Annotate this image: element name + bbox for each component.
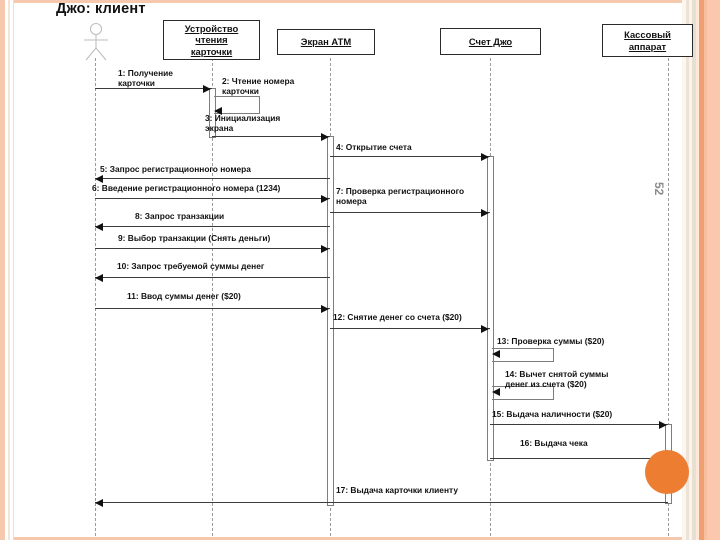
self-message-loop-cardreader <box>214 96 260 114</box>
right-border-stripe-5 <box>696 0 699 540</box>
message-label-7: 7: Проверка регистрационного номера <box>336 186 465 206</box>
message-arrowhead-6 <box>321 194 329 203</box>
orange-circle-marker <box>645 450 689 494</box>
right-border-stripe-2 <box>686 0 689 540</box>
left-border-stripe-2 <box>5 0 8 540</box>
activation-bar-account <box>487 156 494 461</box>
right-border-stripe-3 <box>689 0 692 540</box>
message-label-10: 10: Запрос требуемой суммы денег <box>117 261 265 271</box>
message-line-4 <box>330 156 490 157</box>
message-line-16 <box>490 458 668 459</box>
right-border-stripe-7 <box>704 0 707 540</box>
participant-box-cashier[interactable]: Кассовый аппарат <box>602 24 693 57</box>
message-arrowhead-5 <box>95 174 103 183</box>
self-message-loop-account <box>492 386 554 400</box>
participant-box-account[interactable]: Счет Джо <box>440 28 541 55</box>
message-line-8 <box>95 226 330 227</box>
participant-label-atmscreen: Экран АТМ <box>300 36 352 48</box>
message-arrowhead-9 <box>321 244 329 253</box>
message-line-5 <box>95 178 330 179</box>
message-label-15: 15: Выдача наличности ($20) <box>492 409 613 419</box>
right-border-stripe-4 <box>692 0 696 540</box>
right-border-stripe-6 <box>699 0 704 540</box>
left-border-stripe-5 <box>13 0 14 540</box>
lifeline-cashier <box>668 58 669 536</box>
message-arrowhead-7 <box>481 208 489 217</box>
message-line-1 <box>95 88 212 89</box>
page-title: Джо: клиент <box>56 1 146 17</box>
message-line-3 <box>212 136 330 137</box>
message-line-9 <box>95 248 330 249</box>
top-border-stripe <box>0 0 720 3</box>
activation-bar-atmscreen <box>327 136 334 506</box>
message-line-10 <box>95 277 330 278</box>
left-border-stripe-3 <box>8 0 10 540</box>
right-border-stripe-1 <box>682 0 686 540</box>
message-line-6 <box>95 198 330 199</box>
message-label-3: 3: Инициализация экрана <box>205 113 281 133</box>
actor-stick-figure-icon <box>84 22 108 61</box>
participant-box-cardreader[interactable]: Устройство чтения карточки <box>163 20 260 60</box>
message-arrowhead-3 <box>321 132 329 141</box>
message-label-6: 6: Введение регистрационного номера (123… <box>92 183 281 193</box>
message-arrowhead-17 <box>95 498 103 507</box>
right-border-stripe-8 <box>707 0 720 540</box>
message-arrowhead-13 <box>492 349 500 358</box>
message-line-7 <box>330 212 490 213</box>
message-arrowhead-10 <box>95 273 103 282</box>
message-label-17: 17: Выдача карточки клиенту <box>336 485 458 495</box>
message-label-1: 1: Получение карточки <box>118 68 173 88</box>
message-line-15 <box>490 424 668 425</box>
message-label-9: 9: Выбор транзакции (Снять деньги) <box>118 233 271 243</box>
page-number: 52 <box>652 182 666 196</box>
participant-box-atmscreen[interactable]: Экран АТМ <box>277 29 375 55</box>
message-label-11: 11: Ввод суммы денег ($20) <box>127 291 241 301</box>
message-line-11 <box>95 308 330 309</box>
message-arrowhead-15 <box>659 420 667 429</box>
message-arrowhead-14 <box>492 387 500 396</box>
message-line-17 <box>95 502 668 503</box>
message-label-8: 8: Запрос транзакции <box>135 211 225 221</box>
message-arrowhead-4 <box>481 152 489 161</box>
self-message-loop-account <box>492 348 554 362</box>
message-label-12: 12: Снятие денег со счета ($20) <box>333 312 462 322</box>
message-label-16: 16: Выдача чека <box>520 438 588 448</box>
message-label-13: 13: Проверка суммы ($20) <box>497 336 605 346</box>
bottom-border-stripe <box>0 537 720 540</box>
lifeline-customer <box>95 58 96 536</box>
left-border-stripe-4 <box>10 0 13 540</box>
message-arrowhead-12 <box>481 324 489 333</box>
message-arrowhead-2 <box>214 106 222 115</box>
participant-label-cardreader: Устройство чтения карточки <box>184 22 239 57</box>
message-arrowhead-1 <box>203 84 211 93</box>
message-arrowhead-11 <box>321 304 329 313</box>
left-border-stripe <box>0 0 5 540</box>
message-label-14: 14: Вычет снятой суммы денег из счета ($… <box>505 369 609 389</box>
message-label-4: 4: Открытие счета <box>336 142 412 152</box>
lifeline-cardreader <box>212 58 213 536</box>
participant-label-cashier: Кассовый аппарат <box>624 29 671 52</box>
message-label-5: 5: Запрос регистрационного номера <box>100 164 251 174</box>
participant-label-account: Счет Джо <box>468 35 513 47</box>
message-label-2: 2: Чтение номера карточки <box>222 76 295 96</box>
message-line-12 <box>330 328 490 329</box>
message-arrowhead-8 <box>95 222 103 231</box>
